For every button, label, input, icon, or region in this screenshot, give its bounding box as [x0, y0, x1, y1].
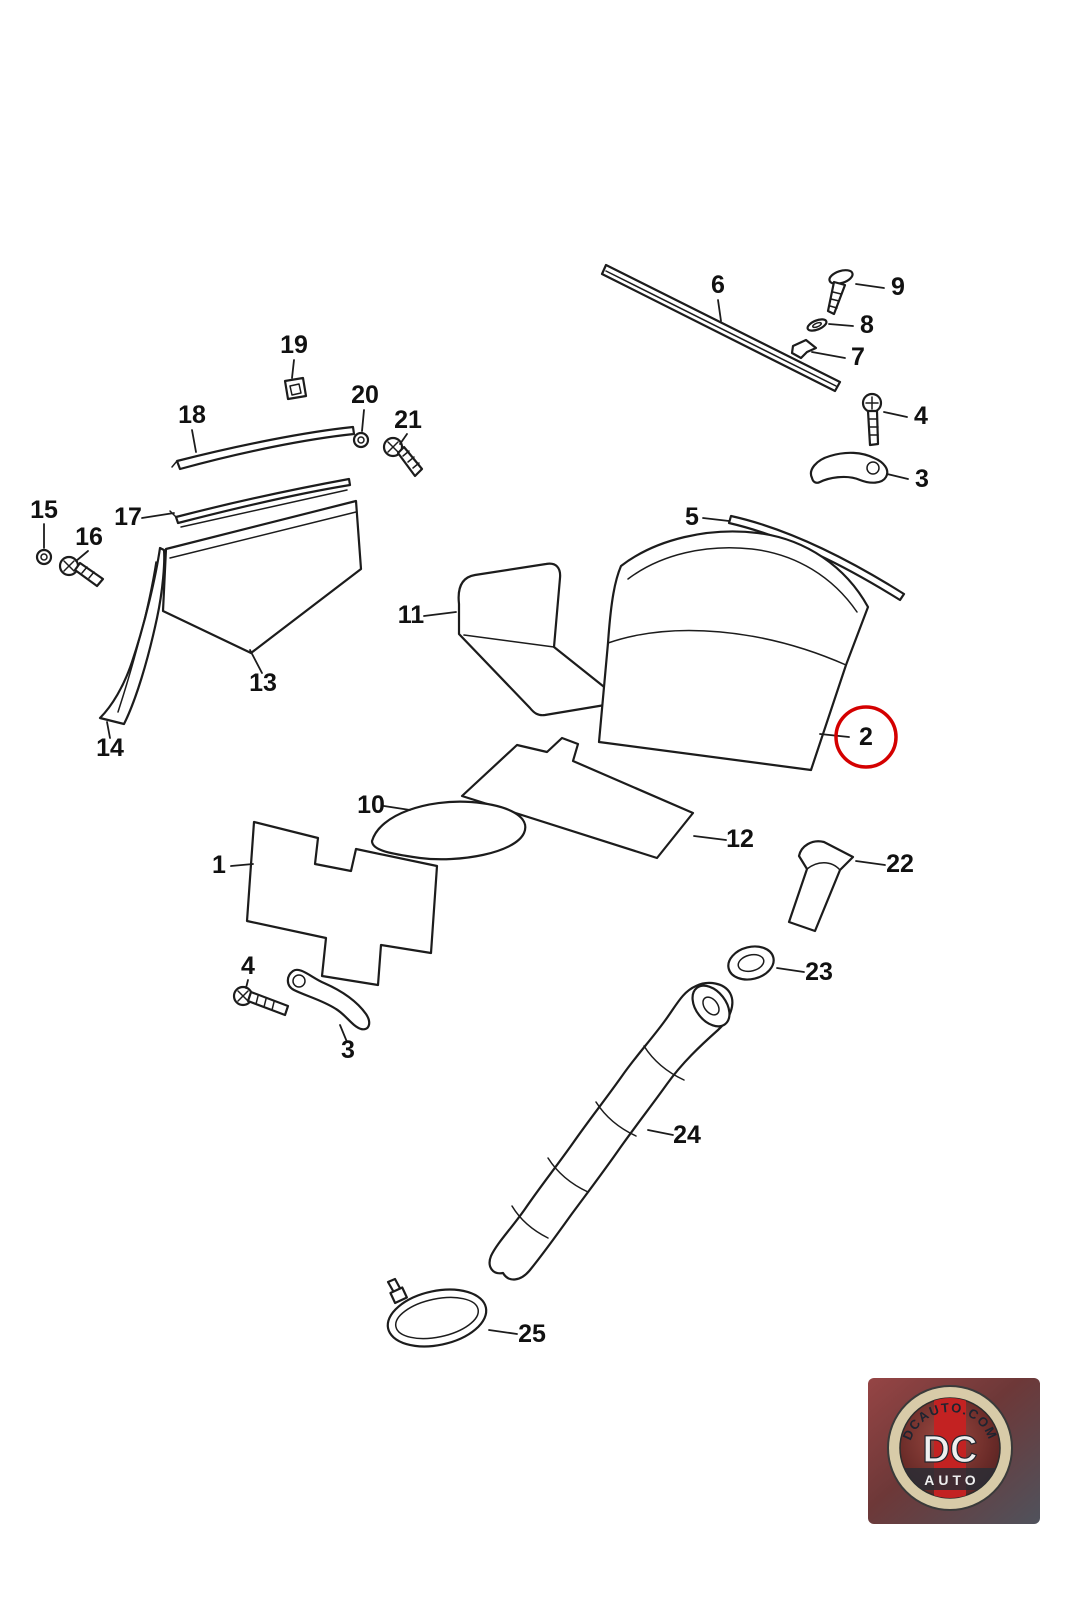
callout-20: 20: [351, 381, 379, 409]
watermark-badge: DCAUTO.COM DC AUTO: [868, 1378, 1040, 1524]
part-3-bracket-bottom: [286, 968, 371, 1031]
part-4-screw-top: [861, 392, 883, 447]
callout-15: 15: [30, 496, 58, 524]
part-4-screw-bottom: [232, 985, 290, 1017]
callout-14: 14: [96, 734, 124, 762]
callout-23: 23: [805, 958, 833, 986]
part-8-washer: [806, 318, 828, 332]
part-12-insulation-mat: [460, 736, 695, 860]
callout-25: 25: [518, 1320, 546, 1348]
callout-12: 12: [726, 825, 754, 853]
part-17-sill-rail: [169, 477, 352, 528]
part-25-cable-tie: [386, 1277, 488, 1348]
callout-1: 1: [212, 851, 226, 879]
callout-8: 8: [860, 311, 874, 339]
highlight-circle-part-2: [834, 705, 898, 769]
callout-10: 10: [357, 791, 385, 819]
part-18-trim-strip: [171, 425, 356, 471]
callout-22: 22: [886, 850, 914, 878]
callout-9: 9: [891, 273, 905, 301]
part-14-pillar-trim: [98, 546, 166, 726]
callout-labels: 6 9 8 7 4 3 19 18 20 21 17 15 16 13 14 1…: [30, 271, 929, 1348]
callout-6: 6: [711, 271, 725, 299]
callout-3-top: 3: [915, 465, 929, 493]
part-3-bracket-top: [809, 451, 889, 484]
part-22-boot: [787, 840, 855, 933]
callout-19: 19: [280, 331, 308, 359]
watermark-brand-text: DC: [923, 1429, 978, 1471]
part-10-oval-mat: [370, 800, 527, 861]
part-23-grommet: [727, 945, 775, 981]
callout-16: 16: [75, 523, 103, 551]
part-2-parcel-shelf: [597, 530, 870, 772]
callout-18: 18: [178, 401, 206, 429]
part-16-screw: [58, 555, 105, 588]
callout-17: 17: [114, 503, 142, 531]
part-1-floor-mat: [245, 820, 439, 987]
part-19-clip: [283, 376, 308, 401]
callout-2-highlighted: 2: [859, 723, 873, 751]
callout-3-bottom: 3: [341, 1036, 355, 1064]
callout-4-bottom: 4: [241, 952, 255, 980]
part-9-screw: [826, 269, 854, 316]
part-24-corrugated-tube: [488, 981, 734, 1281]
callout-24: 24: [673, 1121, 701, 1149]
callout-5: 5: [685, 503, 699, 531]
callout-7: 7: [851, 343, 865, 371]
watermark-sub-band: [900, 1468, 1000, 1490]
callout-11: 11: [398, 601, 425, 629]
watermark-brand-sub-text: AUTO: [924, 1472, 979, 1488]
callout-13: 13: [249, 669, 277, 697]
part-15-washer: [35, 548, 53, 566]
callout-21: 21: [394, 406, 422, 434]
part-21-screw: [382, 436, 424, 478]
part-6-trim-strip: [600, 263, 842, 393]
part-20-ring: [352, 431, 370, 449]
callout-4-top: 4: [914, 402, 928, 430]
part-13-side-panel: [161, 499, 363, 655]
part-7-clip: [790, 338, 818, 360]
part-11-insulation-panel: [457, 562, 625, 717]
